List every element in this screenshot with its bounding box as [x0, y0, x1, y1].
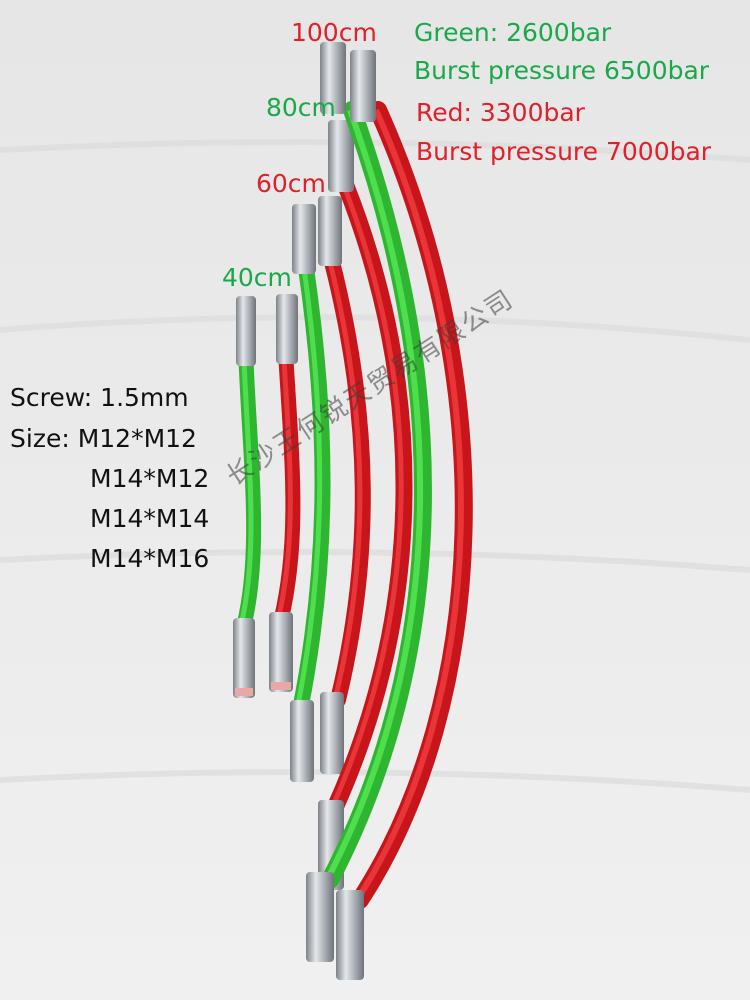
spec-red-pressure: Red: 3300bar [416, 98, 585, 127]
hose-40cm-green [233, 296, 262, 698]
hose-60cm-green [290, 204, 331, 782]
screw-spec: Screw: 1.5mm [10, 383, 189, 412]
spec-green-burst: Burst pressure 6500bar [414, 56, 710, 85]
spec-red-burst: Burst pressure 7000bar [416, 137, 712, 166]
label-60cm: 60cm [256, 169, 326, 198]
fitting-top [318, 196, 342, 266]
spec-green-pressure: Green: 2600bar [414, 18, 612, 47]
fitting-bottom [269, 612, 293, 692]
fitting-top [292, 204, 316, 274]
hose-80cm-green [306, 42, 432, 962]
fitting-top [276, 294, 298, 364]
fitting-top [236, 296, 256, 366]
size-spec: Size: M12*M12 [10, 424, 197, 453]
fitting-top [350, 50, 376, 122]
hose-60cm-red [318, 196, 371, 774]
fitting-bottom [336, 890, 364, 980]
fitting-bottom [233, 618, 255, 698]
size-option: M14*M16 [90, 544, 210, 573]
fitting-top [320, 42, 346, 114]
label-100cm: 100cm [291, 18, 377, 47]
hose-40cm-red [269, 294, 301, 692]
label-40cm: 40cm [222, 263, 292, 292]
fitting-top [328, 120, 354, 192]
hose-80cm-red [318, 120, 413, 890]
size-option: M14*M12 [90, 464, 210, 493]
fitting-bottom [306, 872, 334, 962]
hose-100cm-red [336, 50, 473, 980]
fitting-bottom [290, 700, 314, 782]
fitting-bottom [320, 692, 344, 774]
label-80cm: 80cm [266, 93, 336, 122]
size-option: M14*M14 [90, 504, 210, 533]
